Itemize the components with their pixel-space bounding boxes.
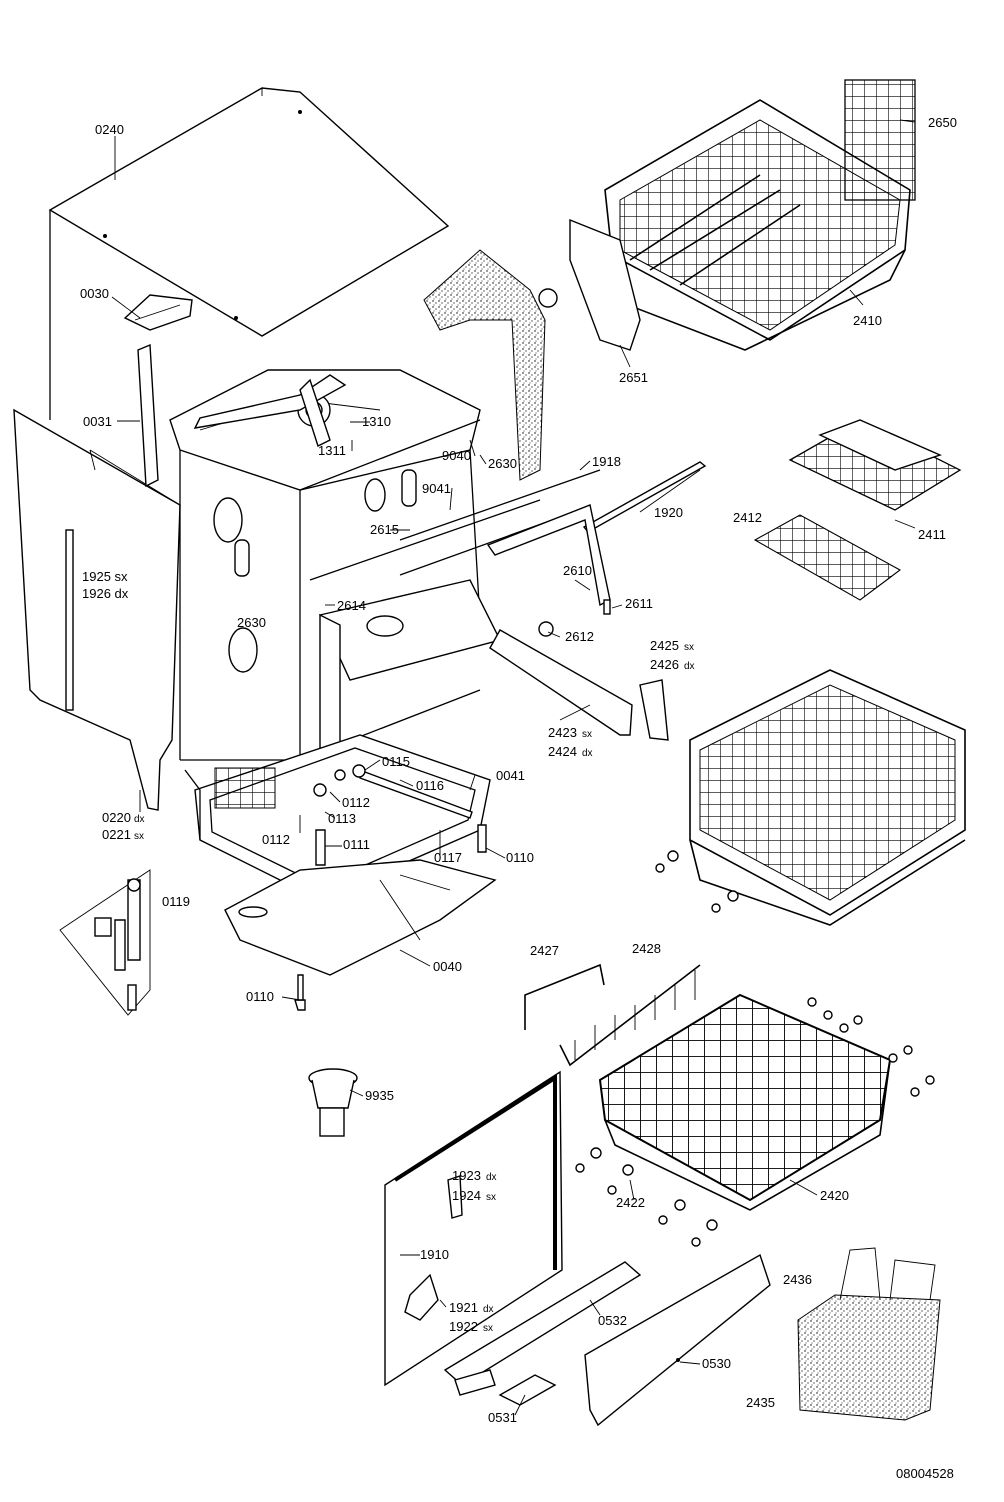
label-2423: 2423 <box>548 725 577 740</box>
label-0220-side: dx <box>134 814 145 825</box>
label-0116: 0116 <box>416 778 444 793</box>
drawing-number: 08004528 <box>896 1466 954 1481</box>
label-2651: 2651 <box>619 370 648 385</box>
label-0221: 0221 <box>102 827 131 842</box>
label-2422: 2422 <box>616 1195 645 1210</box>
label-2435: 2435 <box>746 1395 775 1410</box>
label-0220: 0220 <box>102 810 131 825</box>
label-1920: 1920 <box>654 505 683 520</box>
label-2425: 2425 <box>650 638 679 653</box>
label-0530: 0530 <box>702 1356 731 1371</box>
label-1926: 1926 dx <box>82 586 129 601</box>
label-1924: 1924 <box>452 1188 481 1203</box>
label-9935: 9935 <box>365 1088 394 1103</box>
side-strip-part <box>123 294 193 488</box>
label-1925: 1925 sx <box>82 569 128 584</box>
guide-rails-part <box>486 504 669 741</box>
label-1921-side: dx <box>483 1304 494 1315</box>
label-0531: 0531 <box>488 1410 517 1425</box>
top-cover-part <box>48 87 450 420</box>
label-0532: 0532 <box>598 1313 627 1328</box>
label-1311: 1311 <box>318 443 346 458</box>
funnel-part <box>308 1068 358 1137</box>
label-2411: 2411 <box>918 527 946 542</box>
lower-basket-part <box>575 993 935 1247</box>
label-2427: 2427 <box>530 943 559 958</box>
label-0240: 0240 <box>95 122 124 137</box>
label-2614: 2614 <box>337 598 366 613</box>
label-1921: 1921 <box>449 1300 478 1315</box>
insulation-panel-part <box>423 249 546 481</box>
label-1310: 1310 <box>362 414 391 429</box>
label-2436: 2436 <box>783 1272 812 1287</box>
label-2425-side: sx <box>684 642 694 653</box>
label-0112-bottom: 0112 <box>262 832 290 847</box>
part-labels: 0240 0030 0031 1925 sx 1926 dx 0220 dx 0… <box>80 115 957 1481</box>
label-9041: 9041 <box>422 481 451 496</box>
label-1924-side: sx <box>486 1192 496 1203</box>
label-2612: 2612 <box>565 629 594 644</box>
label-0030: 0030 <box>80 286 109 301</box>
label-0041: 0041 <box>496 768 525 783</box>
base-part <box>184 734 497 1011</box>
cutlery-basket-part <box>797 1247 941 1421</box>
label-0113: 0113 <box>328 811 356 826</box>
side-panel-part <box>13 408 181 811</box>
label-0111: 0111 <box>343 837 370 852</box>
label-2610: 2610 <box>563 563 592 578</box>
cup-rack-part <box>753 419 962 601</box>
label-0040: 0040 <box>433 959 462 974</box>
upper-basket-part <box>538 79 916 351</box>
label-2410: 2410 <box>853 313 882 328</box>
label-1923: 1923 <box>452 1168 481 1183</box>
kick-panel-part <box>443 1253 771 1427</box>
label-2428: 2428 <box>632 941 661 956</box>
label-2424-side: dx <box>582 748 593 759</box>
label-0110-bottom: 0110 <box>246 989 274 1004</box>
label-0112-top: 0112 <box>342 795 370 810</box>
label-2615: 2615 <box>370 522 399 537</box>
label-2426-side: dx <box>684 661 695 672</box>
label-1918: 1918 <box>592 454 621 469</box>
label-0117: 0117 <box>434 850 462 865</box>
middle-basket-part <box>655 669 966 926</box>
label-0031: 0031 <box>83 414 112 429</box>
label-2426: 2426 <box>650 657 679 672</box>
label-2611: 2611 <box>625 596 653 611</box>
tub-frame-part <box>169 369 601 761</box>
tine-rows-part <box>524 963 701 1067</box>
foot-kit-part <box>59 869 151 1016</box>
label-0110-right: 0110 <box>506 850 534 865</box>
label-1923-side: dx <box>486 1172 497 1183</box>
label-9040: 9040 <box>442 448 471 463</box>
label-0119: 0119 <box>162 894 190 909</box>
leader-lines <box>111 119 916 1416</box>
label-2423-side: sx <box>582 729 592 740</box>
label-2424: 2424 <box>548 744 577 759</box>
label-1910: 1910 <box>420 1247 449 1262</box>
label-2420: 2420 <box>820 1188 849 1203</box>
label-2630-right: 2630 <box>488 456 517 471</box>
label-1922: 1922 <box>449 1319 478 1334</box>
label-0221-side: sx <box>134 831 144 842</box>
door-part <box>384 1070 563 1387</box>
label-2630-left: 2630 <box>237 615 266 630</box>
label-1922-side: sx <box>483 1323 493 1334</box>
label-2412: 2412 <box>733 510 762 525</box>
label-2650: 2650 <box>928 115 957 130</box>
label-0115: 0115 <box>382 754 410 769</box>
rail-part <box>582 461 707 533</box>
